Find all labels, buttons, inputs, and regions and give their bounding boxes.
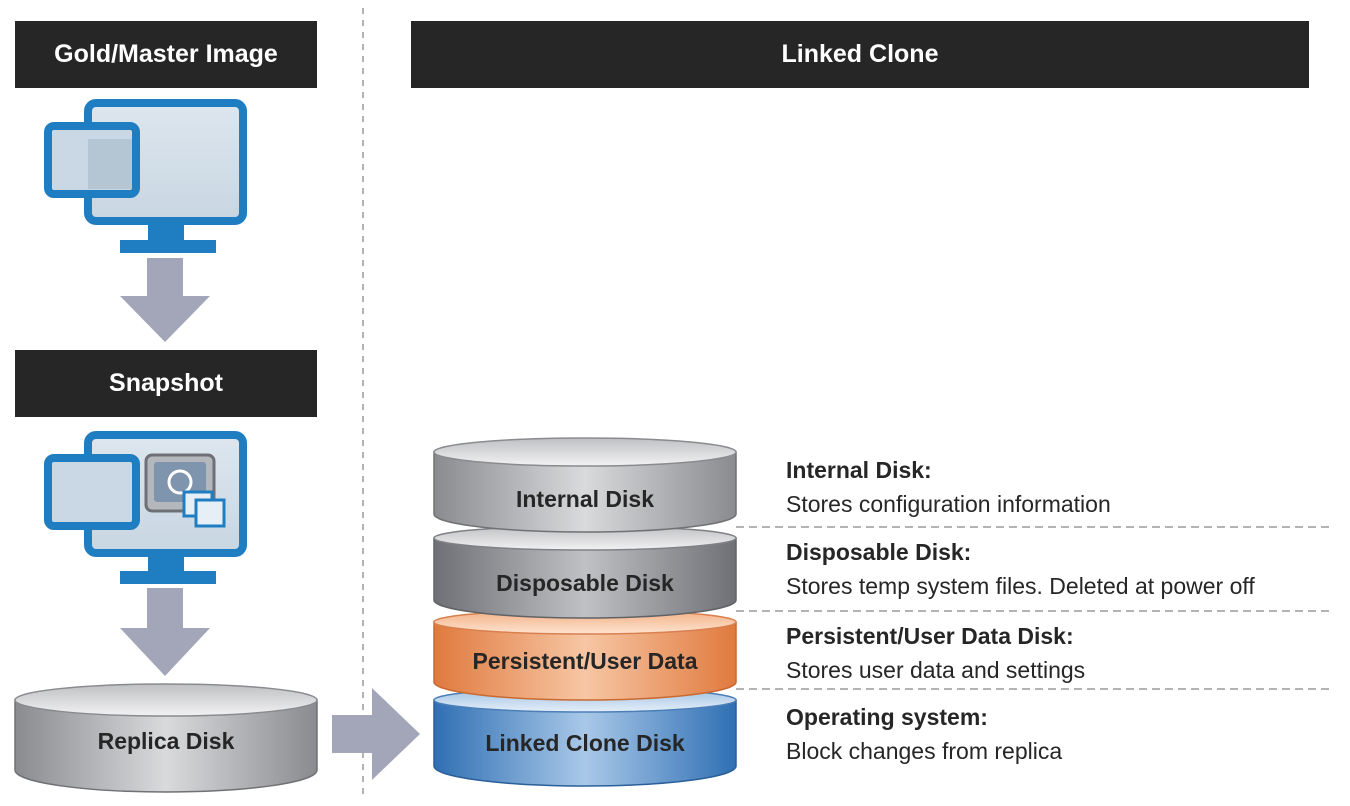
snapshot-title: Snapshot (109, 369, 223, 397)
arrow-right (332, 688, 420, 780)
disposable-disk-desc-text: Stores temp system files. Deleted at pow… (786, 573, 1255, 599)
persistent-disk-label: Persistent/User Data (472, 648, 698, 674)
linked-clone-header: Linked Clone (411, 21, 1309, 88)
snapshot-header: Snapshot (15, 350, 317, 417)
arrow-down-2 (120, 588, 210, 676)
disposable-disk-description: Disposable Disk: Stores temp system file… (786, 535, 1255, 603)
gold-master-image-title: Gold/Master Image (54, 40, 278, 68)
persistent-disk-description: Persistent/User Data Disk: Stores user d… (786, 619, 1085, 687)
gold-image-monitor-icon (44, 99, 247, 253)
internal-disk-desc-text: Stores configuration information (786, 491, 1111, 517)
operating-system-desc-title: Operating system: (786, 704, 988, 730)
internal-disk-desc-title: Internal Disk: (786, 457, 932, 483)
internal-disk-label: Internal Disk (515, 486, 655, 512)
disposable-disk-label: Disposable Disk (496, 570, 674, 596)
persistent-disk-desc-title: Persistent/User Data Disk: (786, 623, 1074, 649)
snapshot-monitor-icon (44, 431, 247, 584)
linked-clone-title: Linked Clone (781, 40, 939, 68)
replica-disk-label: Replica Disk (97, 728, 235, 754)
operating-system-description: Operating system: Block changes from rep… (786, 700, 1062, 768)
internal-disk-shape (433, 437, 737, 533)
linked-clone-disk-label: Linked Clone Disk (485, 730, 685, 756)
operating-system-desc-text: Block changes from replica (786, 738, 1063, 764)
internal-disk-description: Internal Disk: Stores configuration info… (786, 453, 1111, 521)
gold-master-image-header: Gold/Master Image (15, 21, 317, 88)
arrow-down-1 (120, 258, 210, 342)
disk-stack (433, 437, 737, 787)
replica-disk-shape (14, 683, 318, 793)
disposable-disk-desc-title: Disposable Disk: (786, 539, 972, 565)
persistent-disk-desc-text: Stores user data and settings (786, 657, 1086, 683)
disposable-disk-shape (433, 525, 737, 619)
